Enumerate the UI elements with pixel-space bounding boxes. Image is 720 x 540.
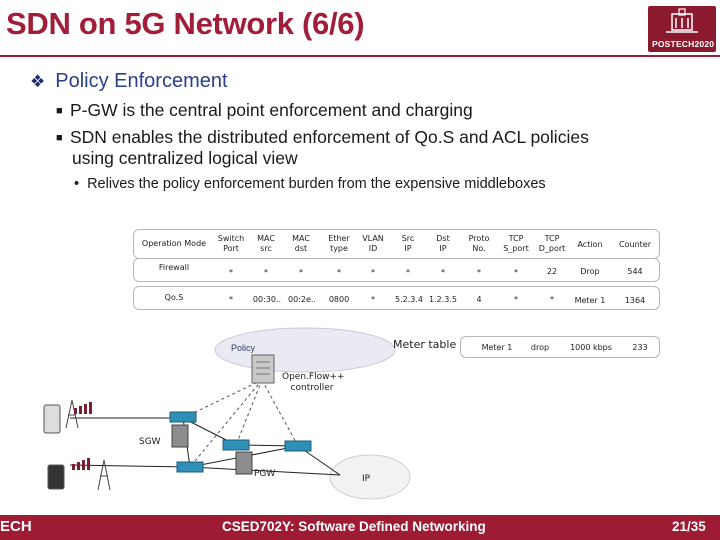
controller-label: Open.Flow++ controller <box>282 372 345 393</box>
cell-tcp-dport: 22 <box>546 267 558 276</box>
logo-text: POSTECH2020 <box>652 39 715 49</box>
meter-cell-action: drop <box>530 343 550 352</box>
header-src-ip: Src IP <box>401 234 415 253</box>
cell-tcp-sport: * <box>514 268 518 277</box>
meter-table-label: Meter table <box>393 338 457 351</box>
policy-label: Policy <box>231 343 256 353</box>
bullet-heading-text: Policy Enforcement <box>55 70 228 92</box>
cell-mac-dst: 00:2e.. <box>288 295 316 304</box>
meter-cell-rate: 1000 kbps <box>570 343 612 352</box>
cell-ether-type: * <box>337 268 341 277</box>
flow-table: Operation Mode Switch Port MAC src MAC d… <box>130 225 660 310</box>
meter-cell-id: Meter 1 <box>481 343 513 352</box>
cell-vlan-id: * <box>371 268 375 277</box>
cell-mac-src: 00:30.. <box>252 295 282 304</box>
openflow-switch-icon <box>169 411 312 473</box>
square-bullet-icon: ■ <box>56 105 63 117</box>
header-vlan-id: VLAN ID <box>362 234 384 253</box>
cell-action: Drop <box>580 267 600 276</box>
footer-bar <box>0 515 720 540</box>
header-action: Action <box>577 240 603 249</box>
square-bullet-icon: ■ <box>56 132 63 144</box>
university-logo: POSTECH2020 <box>648 6 716 52</box>
cell-counter: 544 <box>627 267 643 276</box>
cell-mac-dst: * <box>299 268 303 277</box>
row-label-qos: Qo.S <box>164 293 184 302</box>
bullet-item-continued: using centralized logical view <box>72 148 298 168</box>
ip-network-label: IP <box>362 474 371 484</box>
pgw-server-icon <box>235 451 253 475</box>
phone-icon <box>43 404 65 490</box>
header-operation-mode: Operation Mode <box>141 239 207 248</box>
footer-logo-text: ECH <box>0 518 32 535</box>
bullet-item-text: P-GW is the central point enforcement an… <box>70 100 473 120</box>
pgw-label: PGW <box>254 469 276 479</box>
cell-switch-port: * <box>229 295 233 304</box>
header-counter: Counter <box>619 240 651 249</box>
network-diagram <box>43 327 411 500</box>
page-title: SDN on 5G Network (6/6) <box>6 6 365 41</box>
title-divider <box>0 55 720 57</box>
bullet-item-text: SDN enables the distributed enforcement … <box>70 127 589 147</box>
sgw-label: SGW <box>139 437 161 447</box>
header-tcp-dport: TCP D_port <box>538 234 566 253</box>
bullet-item: ■ SDN enables the distributed enforcement… <box>56 127 589 149</box>
signal-icon <box>72 402 92 470</box>
cell-src-ip: * <box>406 268 410 277</box>
page-number: 21/35 <box>672 519 706 534</box>
cell-counter: 1364 <box>624 296 646 305</box>
bullet-heading: ❖ Policy Enforcement <box>30 70 228 93</box>
cell-switch-port: * <box>229 268 233 277</box>
cell-proto-no: * <box>477 268 481 277</box>
controller-server-icon <box>251 354 275 384</box>
sgw-server-icon <box>171 424 189 448</box>
header-proto-no: Proto No. <box>468 234 490 253</box>
footer-course-title: CSED702Y: Software Defined Networking <box>222 519 486 534</box>
logo-emblem-icon <box>666 8 698 33</box>
sub-bullet: • Relives the policy enforcement burden f… <box>74 176 546 192</box>
cell-ether-type: 0800 <box>328 295 350 304</box>
row-label-firewall: Firewall <box>158 263 190 272</box>
meter-cell-counter: 233 <box>632 343 648 352</box>
cell-tcp-dport: * <box>550 295 554 304</box>
cell-src-ip: 5.2.3.4 <box>395 295 423 304</box>
dot-bullet-icon: • <box>74 176 80 192</box>
cell-action: Meter 1 <box>574 296 606 305</box>
header-tcp-sport: TCP S_port <box>503 234 529 253</box>
ip-cloud <box>329 454 411 500</box>
cell-tower-icon <box>65 399 111 491</box>
diamond-bullet-icon: ❖ <box>30 72 46 91</box>
cell-tcp-sport: * <box>514 295 518 304</box>
cell-proto-no: 4 <box>476 295 482 304</box>
cell-dst-ip: * <box>441 268 445 277</box>
table-row <box>133 286 660 310</box>
sub-bullet-text: Relives the policy enforcement burden fr… <box>87 176 546 192</box>
header-switch-port: Switch Port <box>217 234 245 253</box>
header-mac-dst: MAC dst <box>292 234 310 253</box>
header-dst-ip: Dst IP <box>436 234 450 253</box>
table-row <box>133 258 660 282</box>
header-mac-src: MAC src <box>257 234 275 253</box>
bullet-item: ■ P-GW is the central point enforcement a… <box>56 100 473 122</box>
meter-table-row <box>460 336 660 358</box>
header-ether-type: Ether type <box>328 234 350 253</box>
cell-dst-ip: 1.2.3.5 <box>429 295 457 304</box>
cell-vlan-id: * <box>371 295 375 304</box>
cell-mac-src: * <box>264 268 268 277</box>
